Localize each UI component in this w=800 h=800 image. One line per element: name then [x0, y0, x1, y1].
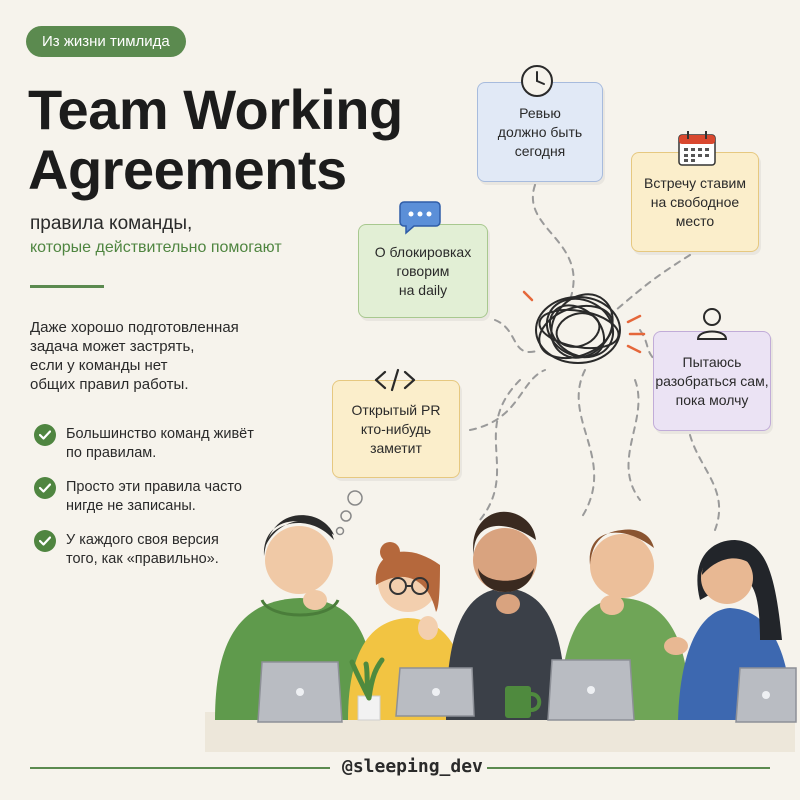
clock-icon — [521, 65, 553, 97]
spark-marks — [522, 290, 646, 354]
calendar-icon — [678, 131, 716, 166]
checkmark-icon — [34, 530, 56, 552]
page-title: Team Working Agreements — [28, 80, 403, 200]
dashed-paths — [469, 184, 721, 531]
card-review: Ревью должно быть сегодня — [477, 82, 603, 182]
bullet-item: Большинство команд живёт по правилам. — [34, 424, 304, 463]
code-icon — [374, 368, 416, 392]
person-blue-top — [664, 540, 792, 720]
footer-line-right — [480, 767, 770, 769]
subtitle-line-2: которые действительно помогают — [30, 239, 282, 256]
title-line-2: Agreements — [28, 138, 347, 201]
intro-text: Даже хорошо подготовленная задача может … — [30, 319, 239, 393]
subtitle-line-1: правила команды, — [30, 213, 193, 234]
footer-line-left — [30, 767, 330, 769]
chat-bubble-icon — [399, 201, 441, 235]
card-blockers: О блокировках говорим на daily — [358, 224, 488, 318]
card-open-pr: Открытый PR кто-нибудь заметит — [332, 380, 460, 478]
bullet-text: Просто эти правила часто нигде не записа… — [66, 479, 242, 514]
potted-plant — [349, 657, 385, 721]
person-icon — [696, 308, 728, 340]
tangle-scribble — [535, 293, 621, 364]
checkmark-icon — [34, 424, 56, 446]
person-dark-hoodie — [446, 511, 566, 720]
laptop-logos — [296, 686, 770, 699]
bullet-text: Большинство команд живёт по правилам. — [66, 426, 254, 461]
bullet-item: Просто эти правила часто нигде не записа… — [34, 477, 304, 516]
bullet-item: У каждого своя версия того, как «правиль… — [34, 530, 304, 569]
divider — [30, 285, 104, 288]
card-meeting: Встречу ставим на свободное место — [631, 152, 759, 252]
thought-bubbles — [335, 490, 363, 536]
author-handle: @sleeping_dev — [338, 756, 487, 777]
bullet-text: У каждого своя версия того, как «правиль… — [66, 532, 219, 567]
title-line-1: Team Working — [28, 78, 403, 141]
coffee-mug — [505, 686, 542, 718]
checkmark-icon — [34, 477, 56, 499]
category-tag: Из жизни тимлида — [26, 26, 186, 57]
card-self-solve: Пытаюсь разобраться сам, пока молчу — [653, 331, 771, 431]
